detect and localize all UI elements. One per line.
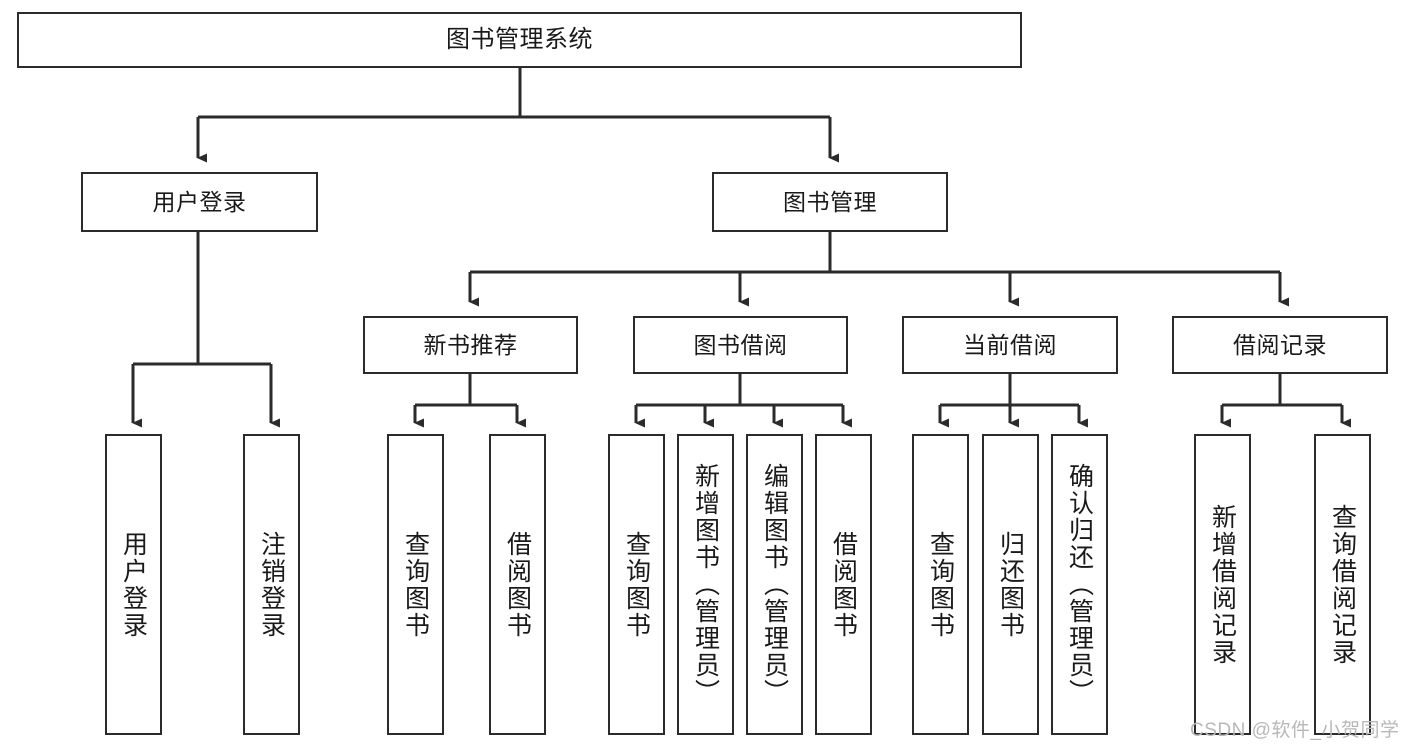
node-borrow-record[interactable]: 借阅记录 [1172,316,1388,374]
node-current-borrow-label: 当前借阅 [963,331,1057,358]
csdn-watermark: CSDN @软件_小贺同学 [1190,720,1400,741]
node-book-manage-label: 图书管理 [783,188,877,215]
node-leaf-return-book-label: 归还图书 [996,530,1025,639]
node-leaf-edit-book-label: 编辑图书（管理员） [760,463,789,706]
node-leaf-query-record-label: 查询借阅记录 [1328,503,1357,666]
node-leaf-edit-book[interactable]: 编辑图书（管理员） [746,434,803,735]
node-new-book-rec[interactable]: 新书推荐 [363,316,578,374]
node-user-login-label: 用户登录 [152,188,247,215]
node-book-borrow[interactable]: 图书借阅 [633,316,848,374]
node-leaf-confirm-return[interactable]: 确认归还（管理员） [1051,434,1108,735]
node-borrow-record-label: 借阅记录 [1233,331,1327,358]
node-leaf-user-login-label: 用户登录 [119,530,148,639]
node-leaf-query-book-3[interactable]: 查询图书 [912,434,969,735]
node-leaf-logout[interactable]: 注销登录 [243,434,300,735]
node-leaf-query-book-1[interactable]: 查询图书 [387,434,444,735]
node-leaf-confirm-return-label: 确认归还（管理员） [1065,463,1094,706]
node-leaf-add-book-label: 新增图书（管理员） [691,463,720,706]
node-leaf-logout-label: 注销登录 [257,530,286,639]
node-leaf-add-record[interactable]: 新增借阅记录 [1194,434,1251,735]
node-current-borrow[interactable]: 当前借阅 [902,316,1118,374]
node-leaf-return-book[interactable]: 归还图书 [982,434,1039,735]
node-leaf-user-login[interactable]: 用户登录 [105,434,162,735]
node-root-label: 图书管理系统 [446,26,593,54]
node-book-borrow-label: 图书借阅 [693,331,788,358]
node-leaf-borrow-book-2[interactable]: 借阅图书 [815,434,872,735]
node-root[interactable]: 图书管理系统 [17,12,1022,68]
node-leaf-borrow-book-2-label: 借阅图书 [829,530,858,639]
node-leaf-add-record-label: 新增借阅记录 [1208,503,1237,666]
node-leaf-add-book[interactable]: 新增图书（管理员） [677,434,734,735]
node-leaf-query-book-1-label: 查询图书 [401,530,430,639]
node-leaf-borrow-book-1-label: 借阅图书 [503,530,532,639]
node-user-login[interactable]: 用户登录 [81,172,318,232]
node-leaf-query-book-3-label: 查询图书 [926,530,955,639]
node-leaf-query-record[interactable]: 查询借阅记录 [1314,434,1371,735]
node-leaf-borrow-book-1[interactable]: 借阅图书 [489,434,546,735]
node-leaf-query-book-2[interactable]: 查询图书 [608,434,665,735]
node-leaf-query-book-2-label: 查询图书 [622,530,651,639]
node-new-book-rec-label: 新书推荐 [423,331,518,358]
node-book-manage[interactable]: 图书管理 [712,172,948,232]
